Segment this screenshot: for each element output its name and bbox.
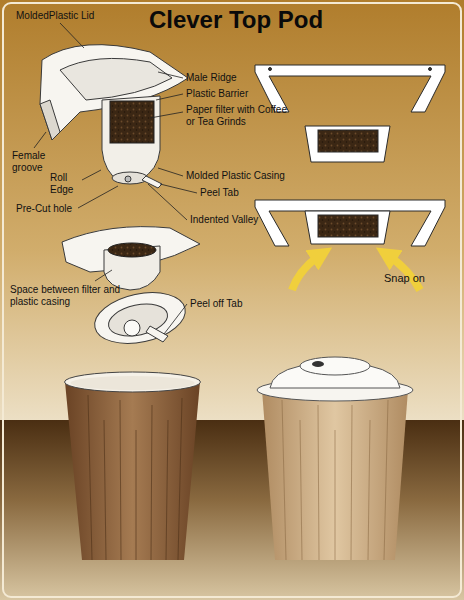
cup-light-part-part: [318, 405, 319, 560]
pod-underside-part: [124, 320, 140, 336]
section-pod-part: [305, 126, 390, 162]
assembled-pod: [62, 227, 200, 290]
cup-dark-part-part: [120, 400, 121, 560]
section-pod: [305, 126, 390, 162]
part-label: Space between filter and plastic casing: [10, 284, 128, 307]
part-label: Paper filter with Coffee or Tea Grinds: [186, 104, 291, 127]
part-label: Pre-Cut hole: [16, 203, 96, 215]
cup-light-part: [282, 400, 388, 560]
part-label: MoldedPlastic Lid: [16, 10, 136, 22]
cup-dark-part-part: [151, 405, 152, 560]
exploded-lid-part: [40, 100, 60, 140]
pod-casing-part: [125, 176, 131, 182]
section-lid-part: [269, 68, 272, 71]
cup-light-part-part: [384, 400, 388, 560]
pod-underside-part: [146, 326, 168, 342]
leader-lines-part: [78, 186, 118, 208]
leader-lines-part: [160, 184, 197, 193]
leader-lines-part: [164, 304, 187, 334]
cup-dark-part-part: [136, 430, 137, 560]
part-label: Snap on: [384, 272, 454, 285]
cup-light-part: [262, 390, 408, 560]
part-label: Plastic Barrier: [186, 88, 286, 100]
cup-dark-part: [65, 382, 200, 560]
section-pod-part: [318, 130, 378, 152]
part-label: Peel off Tab: [190, 298, 290, 310]
leader-lines-part: [34, 132, 46, 148]
cup-dark-part: [71, 376, 195, 390]
leader-lines-part: [158, 168, 183, 176]
pod-casing-part: [102, 96, 160, 182]
part-label: Roll Edge: [50, 172, 80, 195]
part-label: Indented Valley: [190, 214, 290, 226]
pod-casing-part: [110, 101, 154, 143]
part-label: Male Ridge: [186, 72, 286, 84]
section-lid-part: [429, 68, 432, 71]
leader-lines-part: [156, 94, 183, 100]
leader-lines-part: [95, 270, 112, 281]
part-label: Female groove: [12, 150, 56, 173]
exploded-lid-part: [60, 58, 172, 100]
pod-casing: [102, 96, 162, 188]
assembled-pod-part: [108, 243, 156, 257]
pod-casing-part: [112, 172, 148, 184]
cup-light-part: [312, 361, 324, 367]
leader-lines-part: [60, 23, 84, 48]
cup-dark-part: [88, 395, 182, 560]
cup-light: [257, 357, 413, 560]
background-part: [0, 0, 464, 420]
cup-light-part-part: [335, 430, 336, 560]
section-assembled-part: [255, 200, 445, 246]
snap-arrows-part: [292, 254, 322, 290]
cup-dark-part-part: [104, 420, 106, 560]
leader-lines-part: [148, 184, 187, 220]
cup-dark-part-part: [178, 398, 182, 560]
cup-dark-part-part: [88, 395, 92, 560]
cup-dark: [65, 372, 201, 560]
section-assembled: [255, 200, 445, 246]
part-label: Peel Tab: [200, 187, 280, 199]
pod-casing-part: [142, 176, 162, 188]
cup-dark-part: [65, 372, 201, 392]
leader-lines-part: [158, 72, 183, 78]
cup-light-part: [300, 357, 370, 375]
part-label: Molded Plastic Casing: [186, 170, 306, 182]
cup-light-part-part: [368, 420, 370, 560]
cup-dark-part-part: [166, 420, 168, 560]
cup-light-part-part: [351, 405, 352, 560]
leader-lines-part: [82, 170, 101, 180]
leader-lines-part: [150, 112, 183, 118]
section-assembled-part: [318, 215, 378, 237]
background-part: [3, 3, 461, 597]
cup-light-part-part: [300, 420, 302, 560]
section-assembled-part: [305, 211, 390, 244]
cup-light-part-part: [282, 400, 286, 560]
